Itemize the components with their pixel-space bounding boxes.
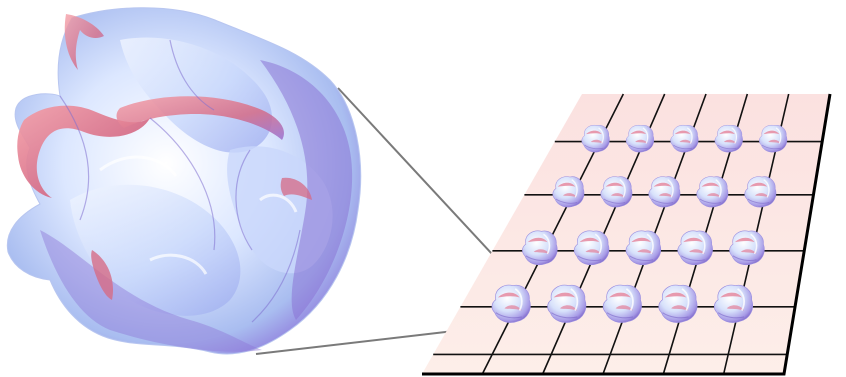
small-calabi-yau-shape xyxy=(744,176,777,208)
small-calabi-yau-shape xyxy=(522,230,558,266)
small-calabi-yau-shape xyxy=(602,284,642,323)
small-calabi-yau-shape xyxy=(600,176,633,208)
small-calabi-yau-shape xyxy=(696,176,729,208)
small-calabi-yau-shape xyxy=(625,124,655,153)
small-calabi-yau-shape xyxy=(714,284,753,323)
small-calabi-yau-shape xyxy=(670,124,699,153)
mini-shape-grid xyxy=(491,124,788,323)
small-calabi-yau-shape xyxy=(547,284,587,323)
small-calabi-yau-shape xyxy=(491,284,531,323)
small-calabi-yau-shape xyxy=(552,176,585,208)
small-calabi-yau-shape xyxy=(581,124,610,153)
small-calabi-yau-shape xyxy=(658,284,698,323)
small-calabi-yau-shape xyxy=(714,124,743,153)
small-calabi-yau-shape xyxy=(729,230,765,266)
manifold-fold-lines xyxy=(59,39,301,323)
plane-edge-shadow xyxy=(422,93,832,376)
small-calabi-yau-shape xyxy=(573,230,610,266)
manifold-ribbon-red-left xyxy=(17,105,150,198)
manifold-ribbon-red-right xyxy=(280,177,312,200)
manifold-ribbon-red-center xyxy=(116,96,284,140)
manifold-ribbon-red-bottom xyxy=(91,250,114,300)
small-calabi-yau-shape xyxy=(677,230,713,266)
large-calabi-yau-shape xyxy=(6,7,362,355)
manifold-sheet-2 xyxy=(70,184,241,316)
manifold-ribbon-red-top xyxy=(64,14,104,70)
manifold-highlights xyxy=(99,155,298,275)
small-calabi-yau-shape xyxy=(759,124,788,153)
callout-line-upper xyxy=(337,87,519,283)
spacetime-plane xyxy=(422,93,832,376)
small-calabi-yau-shape xyxy=(625,230,662,266)
manifold-violet-band xyxy=(260,60,353,320)
manifold-violet-band-2 xyxy=(40,230,262,352)
small-calabi-yau-shape xyxy=(648,176,681,208)
